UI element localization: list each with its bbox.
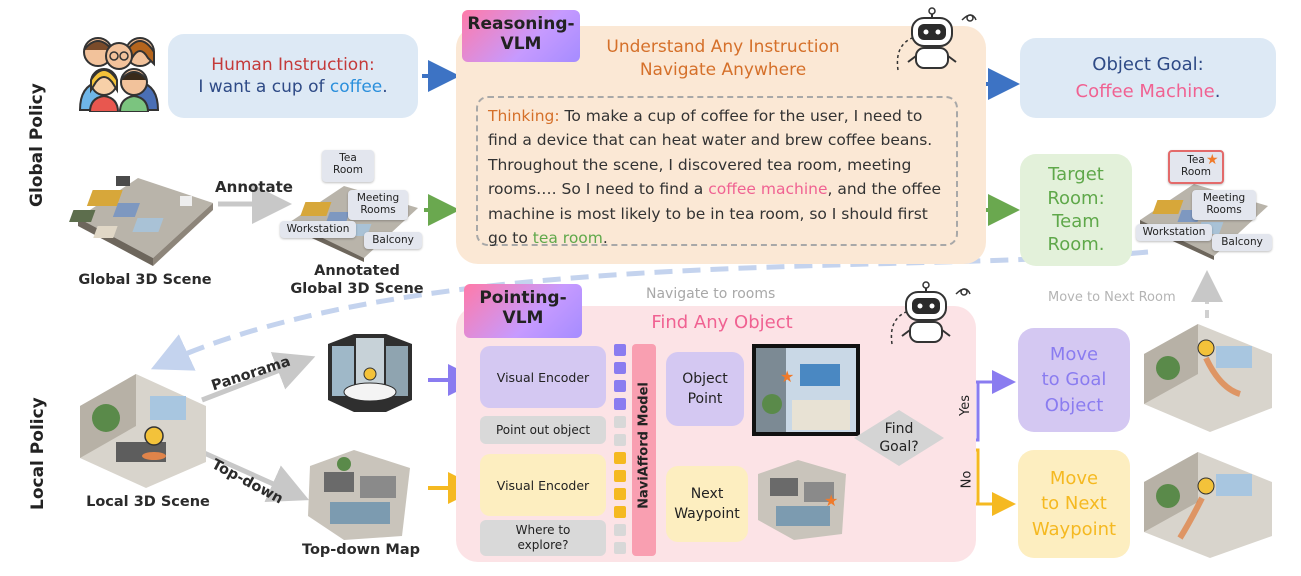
point-out-object-box: Point out object <box>480 416 606 444</box>
robot-icon <box>896 7 977 71</box>
token-column <box>614 344 626 554</box>
move-to-waypoint-box: Move to Next Waypoint <box>1018 450 1130 558</box>
human-instruction-text: I want a cup of coffee. <box>198 77 388 97</box>
global-policy-label: Global Policy <box>27 83 47 207</box>
svg-text:★: ★ <box>780 367 794 386</box>
topdown-map-image <box>308 450 410 540</box>
navigate-to-rooms-label: Navigate to rooms <box>646 286 776 302</box>
next-waypoint-box: Next Waypoint <box>666 466 748 542</box>
tag-workstation-target: Workstation <box>1136 224 1212 241</box>
find-goal-diamond <box>854 410 944 466</box>
yes-label: Yes <box>958 395 973 416</box>
object-goal-box: Object Goal: Coffee Machine. <box>1020 38 1276 118</box>
tag-balcony-target: Balcony <box>1212 234 1272 251</box>
robot-icon-lower <box>890 281 971 345</box>
thinking-box: Thinking: To make a cup of coffee for th… <box>476 96 958 248</box>
reasoning-vlm-badge: Reasoning- VLM <box>462 10 580 62</box>
visual-encoder-2: Visual Encoder <box>480 454 606 516</box>
local-3d-scene-caption: Local 3D Scene <box>86 494 210 510</box>
arrow-panorama <box>201 352 316 403</box>
waypoint-view-image: ★ <box>758 460 846 540</box>
object-view-image: ★ <box>752 344 860 436</box>
move-to-goal-box: Move to Goal Object <box>1018 328 1130 432</box>
thinking-label: Thinking: <box>488 107 560 125</box>
svg-text:★: ★ <box>824 491 838 510</box>
pointing-title: Find Any Object <box>651 312 793 333</box>
tag-tea-room-highlighted: Tea Room <box>1168 150 1224 184</box>
arrow-topdown <box>200 449 310 502</box>
move-next-room-label: Move to Next Room <box>1048 290 1176 305</box>
highlight-coffee-machine: coffee machine <box>708 180 828 199</box>
tag-meeting-rooms-target: Meeting Rooms <box>1192 190 1256 220</box>
global-3d-scene-image <box>69 176 213 266</box>
target-room-box: Target Room: Team Room. <box>1020 154 1132 266</box>
where-to-explore-box: Where to explore? <box>480 520 606 556</box>
local-policy-label: Local Policy <box>28 397 48 510</box>
panorama-image <box>328 334 412 412</box>
move-waypoint-scene-image <box>1144 452 1272 558</box>
object-goal-value: Coffee Machine <box>1075 81 1215 102</box>
reasoning-vlm-panel <box>456 26 986 264</box>
human-instruction-box: Human Instruction: I want a cup of coffe… <box>168 34 418 118</box>
star-icon: ★ <box>1206 152 1219 168</box>
tag-workstation: Workstation <box>280 221 356 238</box>
global-3d-scene-caption: Global 3D Scene <box>78 272 212 288</box>
find-goal-label: Find Goal? <box>879 421 919 456</box>
tag-tea-room: Tea Room <box>322 150 374 182</box>
tag-balcony: Balcony <box>364 232 422 249</box>
pointing-vlm-badge: Pointing- VLM <box>464 284 582 338</box>
naviafford-model-label: NaviAfford Model <box>636 382 652 509</box>
annotated-scene-caption: Annotated Global 3D Scene <box>290 263 424 298</box>
highlight-tea-room: tea room <box>532 229 603 248</box>
visual-encoder-1: Visual Encoder <box>480 346 606 408</box>
no-label: No <box>959 470 975 489</box>
object-point-box: Object Point <box>666 352 744 426</box>
local-3d-scene-image <box>80 374 206 488</box>
naviafford-model-bar <box>632 344 656 556</box>
human-instruction-title: Human Instruction: <box>211 55 375 75</box>
move-goal-scene-image <box>1144 324 1272 432</box>
highlight-coffee: coffee <box>329 77 383 97</box>
reasoning-title: Understand Any Instruction Navigate Anyw… <box>606 37 840 80</box>
topdown-map-caption: Top-down Map <box>301 542 421 558</box>
people-icon <box>78 37 160 112</box>
annotate-label: Annotate <box>215 178 293 196</box>
tag-meeting-rooms: Meeting Rooms <box>348 190 408 220</box>
